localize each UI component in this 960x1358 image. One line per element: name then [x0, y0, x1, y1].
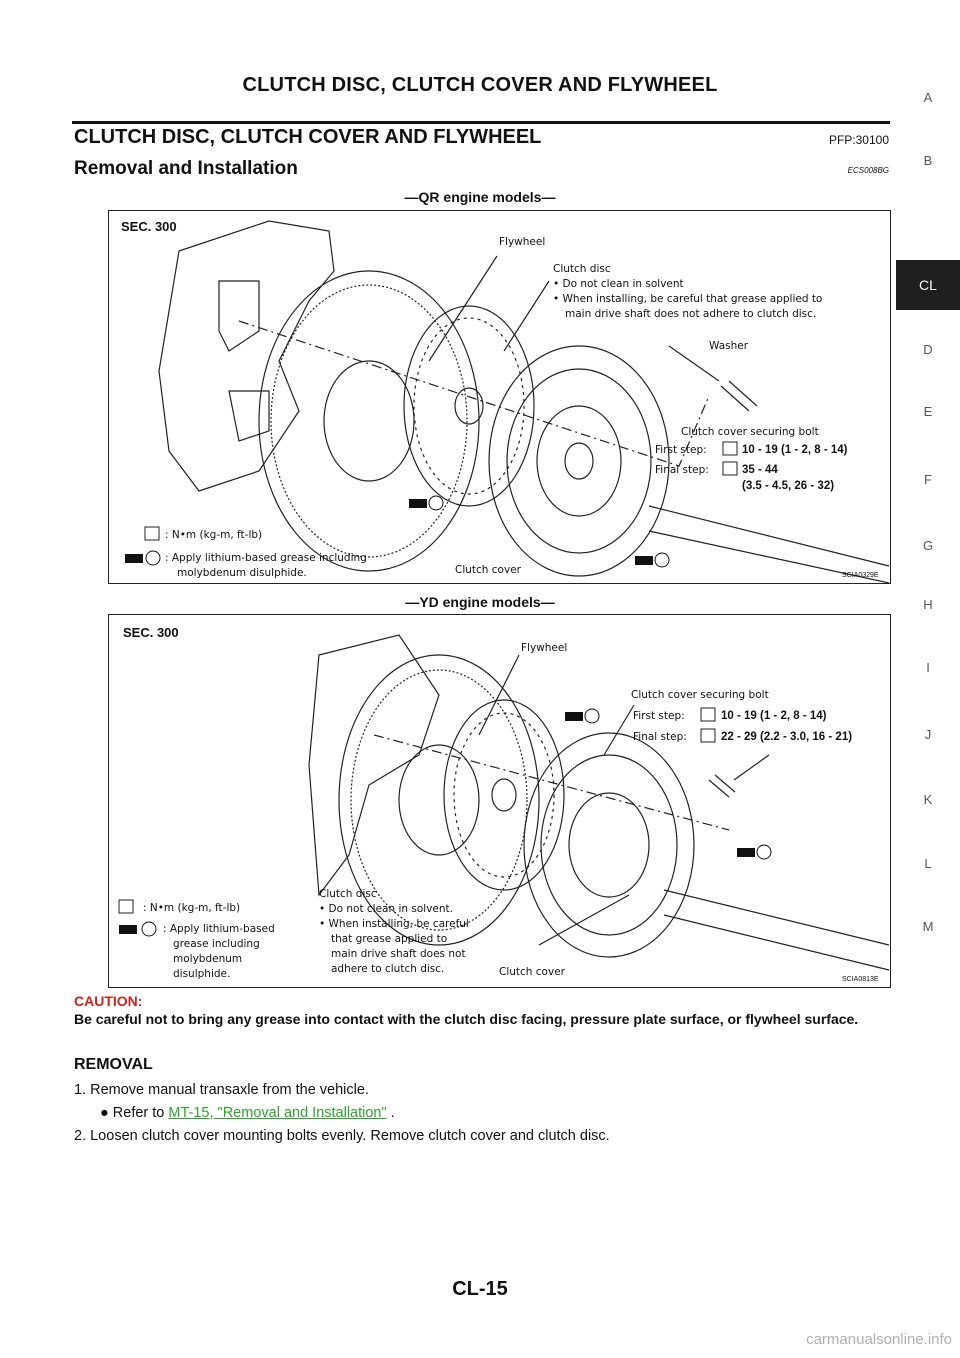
fig2-code: SCIA0813E [842, 976, 879, 983]
fig1-final-val1: 35 - 44 [742, 464, 778, 476]
figure-qr-engine: SEC. 300 Flywheel Clutch disc • Do not c… [108, 210, 891, 584]
fig2-legend-grease4: disulphide. [173, 968, 230, 980]
bullet-icon: ● [100, 1105, 109, 1121]
figure1-caption: —QR engine models— [404, 189, 556, 205]
fig2-legend-torque-icon [118, 899, 134, 914]
fig2-legend-torque: : N•m (kg-m, ft-lb) [143, 902, 240, 914]
tab-a[interactable]: A [923, 90, 933, 105]
subsection-code: ECS008BG [847, 166, 889, 175]
fig2-disc-note4: main drive shaft does not [331, 948, 466, 960]
fig2-disc-note5: adhere to clutch disc. [331, 963, 444, 975]
fig1-flywheel-label: Flywheel [499, 236, 545, 248]
fig1-disc-note3: main drive shaft does not adhere to clut… [565, 308, 816, 320]
fig1-torque-icon [722, 441, 738, 456]
fig2-bolt-label: Clutch cover securing bolt [631, 689, 769, 701]
tab-e[interactable]: E [923, 404, 933, 419]
tab-k[interactable]: K [923, 792, 933, 807]
fig1-torque-icon-2 [722, 461, 738, 476]
refer-prefix: Refer to [112, 1105, 169, 1121]
caution-text: Be careful not to bring any grease into … [74, 1011, 859, 1027]
fig1-legend-torque-icon [144, 526, 160, 541]
fig1-bolt-label: Clutch cover securing bolt [681, 426, 819, 438]
figure-qr-illustration: SEC. 300 Flywheel Clutch disc • Do not c… [121, 219, 890, 583]
fig2-disc-note3: that grease applied to [331, 933, 447, 945]
fig2-disc-note2: • When installing, be careful [319, 918, 469, 930]
fig1-legend-torque: : N•m (kg-m, ft-lb) [165, 529, 262, 541]
fig1-cover-label: Clutch cover [455, 564, 522, 576]
fig2-legend-l-icon [141, 921, 157, 937]
tab-i[interactable]: I [926, 660, 930, 675]
removal-step-1: 1. Remove manual transaxle from the vehi… [74, 1082, 369, 1098]
fig1-grease-l-icon [428, 495, 444, 511]
fig1-grease-icon [409, 499, 427, 508]
tab-j[interactable]: J [924, 727, 932, 742]
fig1-legend-grease1: : Apply lithium-based grease including [165, 552, 367, 564]
fig2-disc-note1: • Do not clean in solvent. [319, 903, 453, 915]
fig2-first-step: First step: [633, 710, 685, 722]
tab-l[interactable]: L [924, 856, 932, 871]
fig1-final-val2: (3.5 - 4.5, 26 - 32) [742, 480, 834, 492]
fig2-legend-grease3: molybdenum [173, 953, 242, 965]
removal-step-1-bullet: ● Refer to MT-15, "Removal and Installat… [100, 1105, 395, 1121]
fig1-grease-icon-2 [635, 556, 653, 565]
fig2-grease-icon [565, 712, 583, 721]
fig2-legend-grease-icon [119, 925, 137, 934]
page-number: CL-15 [452, 1278, 508, 1300]
subsection-title: Removal and Installation [74, 158, 298, 179]
fig2-torque-icon [700, 707, 716, 722]
fig2-torque-icon-2 [700, 728, 716, 743]
fig1-legend-grease-icon [125, 554, 143, 563]
fig2-disc-title: Clutch disc [319, 888, 377, 900]
fig1-disc-note2: • When installing, be careful that greas… [553, 293, 822, 305]
fig1-first-val: 10 - 19 (1 - 2, 8 - 14) [742, 444, 848, 456]
tab-m[interactable]: M [922, 919, 934, 934]
section-code: PFP:30100 [828, 133, 889, 147]
refer-suffix: . [386, 1105, 395, 1121]
caution-label: CAUTION: [74, 993, 143, 1009]
fig1-final-step: Final step: [655, 464, 709, 476]
fig1-grease-l-icon-2 [654, 552, 670, 568]
figure2-caption: —YD engine models— [405, 594, 555, 610]
fig2-final-val: 22 - 29 (2.2 - 3.0, 16 - 21) [721, 731, 852, 743]
fig1-legend-l-icon [145, 550, 161, 566]
figure-yd-engine: SEC. 300 Flywheel Clutch cover securing … [108, 614, 891, 988]
page-header-title: CLUTCH DISC, CLUTCH COVER AND FLYWHEEL [242, 74, 718, 96]
fig1-disc-title: Clutch disc [553, 263, 611, 275]
fig2-legend-grease2: grease including [173, 938, 260, 950]
fig2-flywheel-label: Flywheel [521, 642, 567, 654]
fig2-sec-label: SEC. 300 [123, 625, 179, 640]
tab-f[interactable]: F [924, 472, 932, 487]
tab-b[interactable]: B [923, 153, 933, 168]
fig1-sec-label: SEC. 300 [121, 219, 177, 234]
section-title: CLUTCH DISC, CLUTCH COVER AND FLYWHEEL [74, 126, 542, 148]
fig2-first-val: 10 - 19 (1 - 2, 8 - 14) [721, 710, 827, 722]
watermark: carmanualsonline.info [806, 1331, 952, 1348]
fig2-final-step: Final step: [633, 731, 687, 743]
tab-g[interactable]: G [922, 538, 934, 553]
tab-d[interactable]: D [923, 342, 933, 357]
fig1-disc-note1: • Do not clean in solvent [553, 278, 684, 290]
removal-step-2: 2. Loosen clutch cover mounting bolts ev… [74, 1128, 610, 1144]
mt15-link[interactable]: MT-15, "Removal and Installation" [168, 1105, 387, 1121]
removal-heading: REMOVAL [74, 1056, 153, 1073]
fig1-first-step: First step: [655, 444, 707, 456]
fig2-cover-label: Clutch cover [499, 966, 566, 978]
fig2-grease-l-icon [584, 708, 600, 724]
fig2-grease-l-icon-2 [756, 844, 772, 860]
tab-h[interactable]: H [923, 597, 933, 612]
fig2-legend-grease1: : Apply lithium-based [163, 923, 275, 935]
figure-yd-illustration: SEC. 300 Flywheel Clutch cover securing … [118, 625, 890, 983]
fig1-code: SCIA0329E [842, 572, 879, 579]
fig1-legend-grease2: molybdenum disulphide. [177, 567, 307, 579]
fig1-washer-label: Washer [709, 340, 749, 352]
fig2-grease-icon-2 [737, 848, 755, 857]
section-tabs: A B CL D E F G H I J K L M [896, 0, 960, 1358]
header-divider [72, 121, 890, 124]
tab-cl[interactable]: CL [896, 260, 960, 310]
